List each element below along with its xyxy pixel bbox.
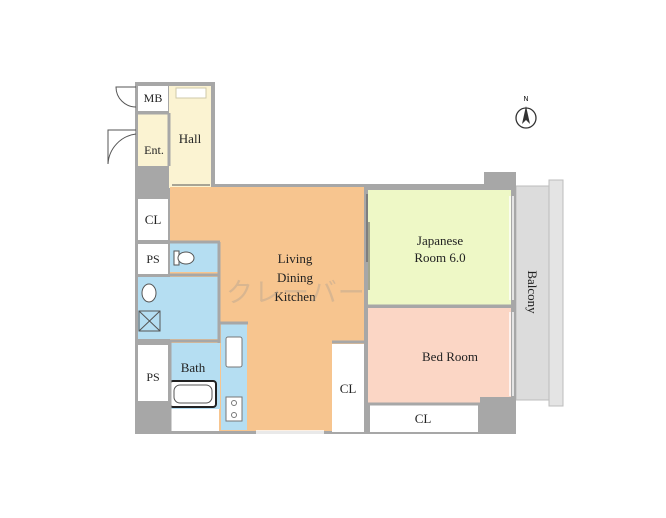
closet-entry-label: CL <box>144 212 162 227</box>
ps-upper-label: PS <box>146 252 160 266</box>
ps-upper-box <box>138 244 168 274</box>
windows <box>256 196 514 434</box>
closet-entry-box <box>138 199 168 240</box>
ps-lower-label: PS <box>146 370 160 384</box>
hall-area <box>169 86 211 188</box>
balcony-railing <box>548 179 564 407</box>
japanese-room-area <box>368 190 511 305</box>
closet-bedroom-label: CL <box>414 411 432 426</box>
compass-north-label: N <box>523 95 529 103</box>
entrance-area <box>138 113 169 166</box>
hall-label: Hall <box>178 131 202 146</box>
living-dining-kitchen-label: Living Dining Kitchen <box>274 251 316 304</box>
washbasin <box>141 283 157 303</box>
bedroom-label: Bed Room <box>422 349 478 364</box>
fridge-shelf <box>175 87 207 99</box>
stove <box>225 396 243 422</box>
pillar-bottom-right <box>480 397 516 434</box>
sliding-doors <box>172 184 370 290</box>
bathtub-basin <box>173 384 213 404</box>
north-arrow-icon <box>515 106 537 129</box>
japanese-room-label: Japanese Room 6.0 <box>414 233 466 265</box>
mb-label: MB <box>143 91 163 105</box>
closet-center-box <box>332 344 364 432</box>
watermark-text: クレーバー <box>226 278 366 309</box>
balcony-label: Balcony <box>525 270 540 314</box>
door-swings <box>107 86 137 165</box>
closet-bedroom-box <box>370 405 478 432</box>
interior-walls <box>136 111 515 432</box>
closet-center-label: CL <box>339 381 357 396</box>
ps-lower-box <box>138 345 168 401</box>
bedroom-area <box>368 308 511 405</box>
kitchen-sink <box>225 336 243 368</box>
bath-label: Bath <box>180 360 206 375</box>
laundry-box <box>170 409 219 431</box>
toilet-bowl <box>177 251 195 265</box>
pillar-left-wall <box>136 166 168 197</box>
entrance-label: Ent. <box>144 143 164 157</box>
mb-box <box>138 86 168 111</box>
